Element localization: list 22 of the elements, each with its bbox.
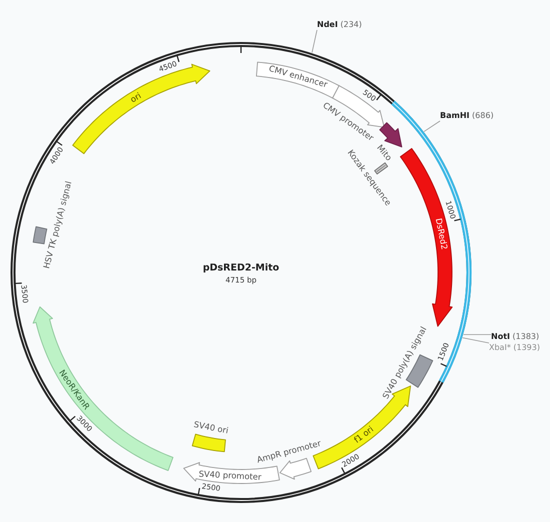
feature-label: DsRed2 (434, 217, 449, 250)
feature-label: SV40 ori (193, 420, 230, 436)
feature-label: ori (128, 90, 143, 104)
feature-block (31, 305, 175, 473)
feature-label: f1 ori (352, 425, 376, 446)
feature-block (71, 62, 212, 156)
leader-line (312, 30, 318, 54)
leader-line (463, 334, 492, 336)
feature-label: SV40 promoter (198, 470, 262, 483)
restriction-site-label: NdeI (234) (317, 20, 362, 30)
feature-block (254, 60, 341, 100)
feature-block (182, 461, 281, 485)
feature-block (190, 432, 227, 454)
restriction-site-label: NotI (1383) (491, 332, 540, 342)
leader-line (462, 337, 490, 344)
feature-block (398, 146, 454, 328)
restriction-site-label: XbaI* (1393) (489, 343, 540, 353)
plasmid-name: pDsRED2-Mito (202, 264, 280, 274)
leader-line (424, 120, 440, 132)
feature-label: HSV TK poly(A) signal (42, 180, 74, 270)
restriction-site-label: BamHI (686) (440, 111, 494, 121)
feature-block (31, 225, 49, 246)
